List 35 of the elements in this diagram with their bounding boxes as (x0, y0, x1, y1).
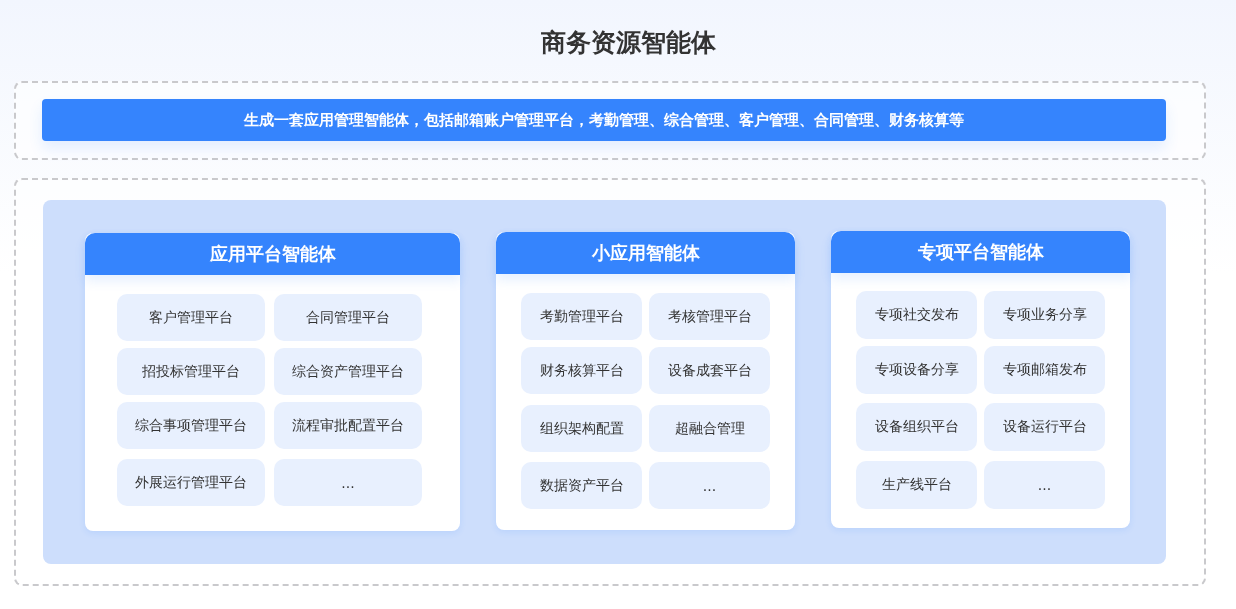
dashed-frame (14, 81, 1206, 160)
diagram-title: 商务资源智能体 (540, 27, 716, 59)
platform-tile: 综合资产管理平台 (274, 348, 422, 395)
panel-background (43, 200, 1166, 564)
platform-tile: 设备组织平台 (856, 403, 977, 451)
platform-tile: 外展运行管理平台 (117, 459, 265, 506)
platform-tile: 组织架构配置 (521, 405, 642, 452)
agent-card (496, 232, 795, 530)
platform-tile: 专项业务分享 (984, 291, 1105, 339)
platform-tile: ... (984, 461, 1105, 509)
platform-tile: ... (274, 459, 422, 506)
dashed-frame (14, 178, 1206, 586)
card-header: 专项平台智能体 (831, 231, 1130, 273)
platform-tile: 生产线平台 (856, 461, 977, 509)
platform-tile: 专项设备分享 (856, 346, 977, 394)
card-header: 小应用智能体 (496, 232, 795, 274)
platform-tile: ... (649, 462, 770, 509)
platform-tile: 超融合管理 (649, 405, 770, 452)
platform-tile: 流程审批配置平台 (274, 402, 422, 449)
platform-tile: 考勤管理平台 (521, 293, 642, 340)
platform-tile: 设备运行平台 (984, 403, 1105, 451)
platform-tile: 综合事项管理平台 (117, 402, 265, 449)
platform-tile: 专项社交发布 (856, 291, 977, 339)
agent-card (85, 233, 460, 531)
platform-tile: 数据资产平台 (521, 462, 642, 509)
platform-tile: 设备成套平台 (649, 347, 770, 394)
card-header: 应用平台智能体 (85, 233, 460, 275)
platform-tile: 合同管理平台 (274, 294, 422, 341)
platform-tile: 专项邮箱发布 (984, 346, 1105, 394)
platform-tile: 财务核算平台 (521, 347, 642, 394)
platform-tile: 客户管理平台 (117, 294, 265, 341)
platform-tile: 考核管理平台 (649, 293, 770, 340)
agent-card (831, 231, 1130, 528)
platform-tile: 招投标管理平台 (117, 348, 265, 395)
banner-bar: 生成一套应用管理智能体，包括邮箱账户管理平台，考勤管理、综合管理、客户管理、合同管理、财务核算等 (42, 99, 1166, 141)
